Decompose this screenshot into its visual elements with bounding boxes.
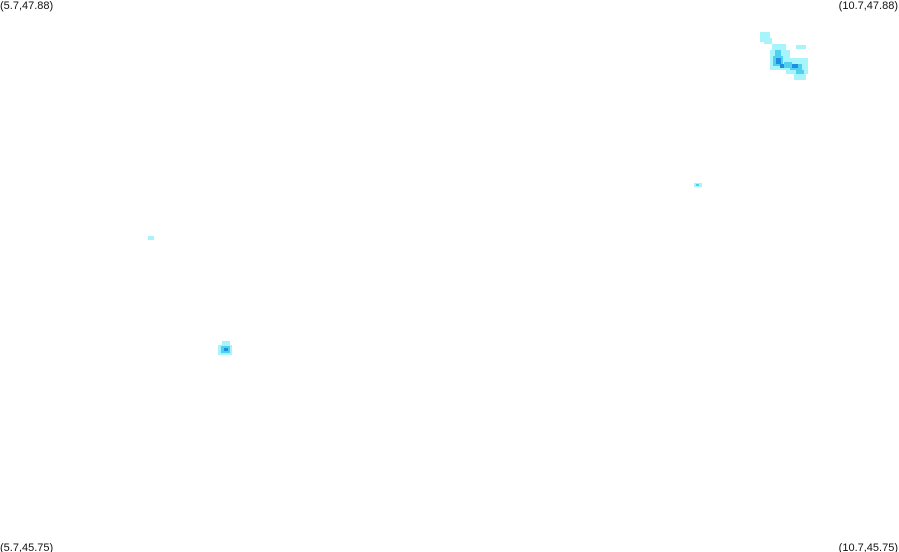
precip-cell	[784, 62, 792, 68]
precip-cluster-southwest	[218, 341, 232, 355]
precip-cell	[775, 50, 781, 56]
precip-cluster-northeast	[760, 32, 808, 80]
precip-cell	[796, 70, 804, 74]
precip-cluster-west	[148, 236, 154, 240]
precip-cell	[776, 58, 781, 64]
corner-label-bottom-right: (10.7,45.75)	[838, 542, 898, 552]
precip-cell	[224, 348, 228, 351]
precip-cell	[796, 45, 806, 49]
precip-cell	[696, 184, 699, 186]
precip-cell	[764, 38, 772, 44]
precip-cell	[792, 64, 798, 68]
precip-cell	[222, 341, 230, 346]
precip-cell	[760, 32, 770, 42]
precip-cell	[780, 64, 784, 68]
precip-cell	[148, 236, 154, 240]
corner-label-bottom-left: (5.7,45.75)	[0, 542, 54, 552]
precip-cluster-east	[694, 183, 702, 187]
precip-cell	[772, 44, 786, 52]
corner-label-top-right: (10.7,47.88)	[838, 0, 898, 12]
precip-cell	[794, 70, 806, 80]
corner-label-top-left: (5.7,47.88)	[0, 0, 54, 12]
